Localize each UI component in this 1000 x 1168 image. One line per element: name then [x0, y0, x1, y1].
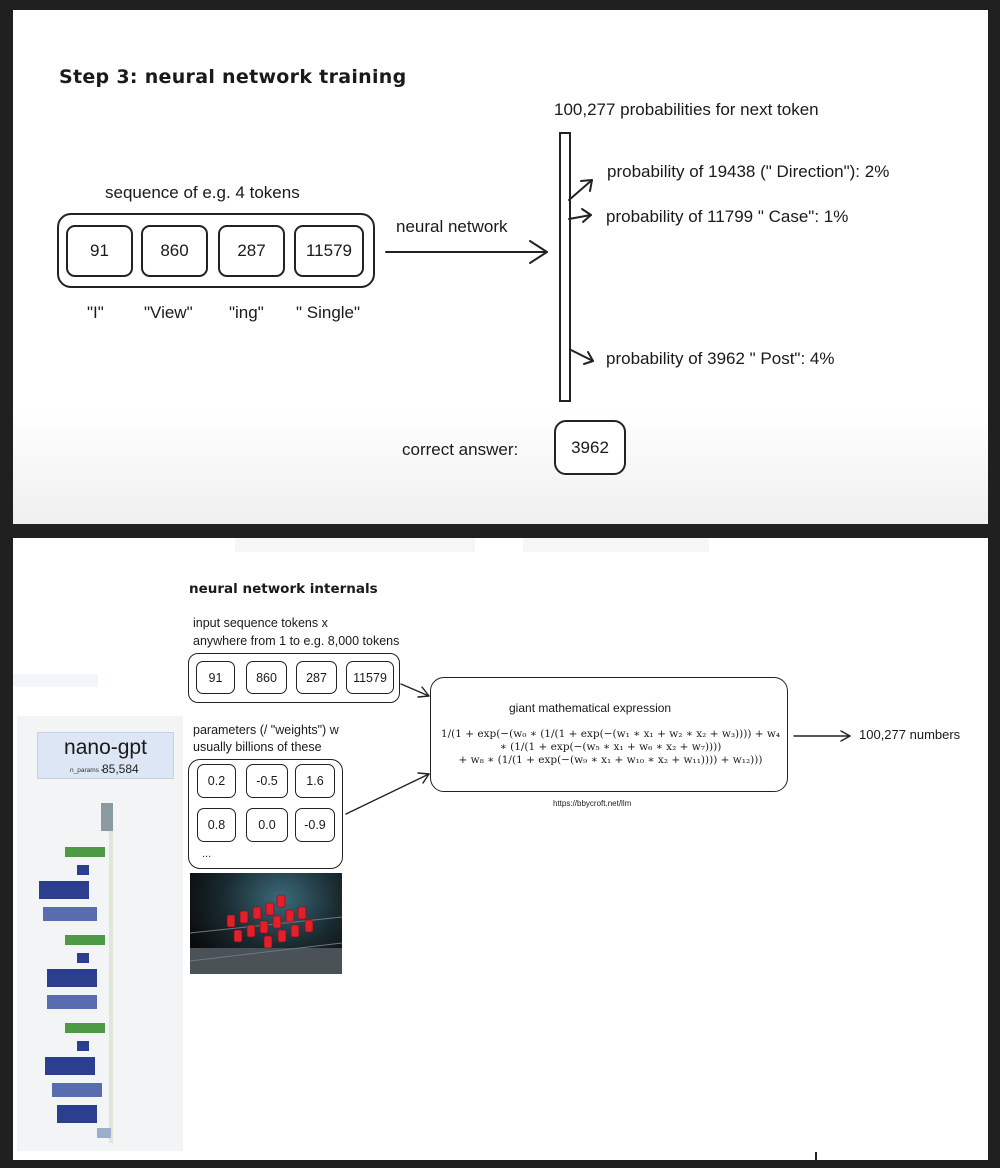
probability-label: probability of 19438 (" Direction"): 2%	[607, 162, 890, 181]
nano-gpt-header	[37, 732, 174, 779]
param-box: 1.6	[295, 764, 335, 798]
token-box: 91	[196, 661, 235, 694]
token-box: 287	[218, 225, 285, 277]
param-box: 0.8	[197, 808, 236, 842]
nano-gpt-params-value: 85,584	[102, 762, 139, 776]
output-vector-bar	[559, 132, 571, 402]
divider-tick	[815, 1152, 817, 1160]
internals-title: neural network internals	[189, 581, 378, 597]
nano-gpt-panel	[17, 716, 183, 1151]
param-box: 0.2	[197, 764, 236, 798]
expression-title: giant mathematical expression	[509, 701, 672, 715]
probability-arrow	[568, 179, 593, 201]
header-strip	[235, 538, 475, 552]
tokens-caption: sequence of e.g. 4 tokens	[105, 183, 300, 202]
param-box: -0.9	[295, 808, 335, 842]
params-ellipsis: ...	[202, 848, 212, 860]
source-url[interactable]: https://bbycroft.net/llm	[553, 799, 632, 808]
correct-answer-box: 3962	[554, 420, 626, 475]
output-caption: 100,277 probabilities for next token	[554, 100, 819, 119]
internals-arrows	[345, 683, 851, 815]
token-box: 287	[296, 661, 337, 694]
expression-box	[430, 677, 788, 792]
token-text: "I"	[87, 303, 104, 322]
mixer-knobs-image	[190, 873, 342, 974]
internals-slide: neural network internals input sequence …	[13, 538, 988, 1160]
neural-network-label: neural network	[396, 217, 508, 236]
formula-line: ∗ (1/(1 + exp(−(w₅ ∗ x₁ + w₆ ∗ x₂ + w₇))…	[499, 741, 722, 753]
output-numbers-label: 100,277 numbers	[859, 727, 961, 742]
probability-label: probability of 11799 " Case": 1%	[606, 207, 849, 226]
params-container	[188, 759, 343, 869]
formula-line: 1/(1 + exp(−(w₀ ∗ (1/(1 + exp(−(w₁ ∗ x₁ …	[440, 728, 781, 740]
correct-answer-label: correct answer:	[402, 440, 519, 459]
params-arrow	[345, 773, 430, 815]
probability-arrow	[570, 349, 594, 362]
formula-line: + w₈ ∗ (1/(1 + exp(−(w₉ ∗ x₁ + w₁₀ ∗ x₂ …	[458, 754, 763, 766]
nano-gpt-title: nano-gpt	[64, 736, 147, 759]
params-caption: parameters (/ "weights") w	[193, 723, 339, 737]
input-token-container	[188, 653, 400, 703]
edge-strip	[13, 674, 98, 687]
top-arrows	[385, 179, 594, 365]
token-text: "ing"	[229, 303, 264, 322]
param-box: -0.5	[246, 764, 288, 798]
slide-title: Step 3: neural network training	[59, 66, 407, 88]
mixer-drawing	[190, 894, 342, 974]
header-strip	[523, 538, 709, 552]
token-text: " Single"	[296, 303, 361, 322]
input-caption: anywhere from 1 to e.g. 8,000 tokens	[193, 634, 400, 648]
token-box: 860	[246, 661, 287, 694]
training-slide: Step 3: neural network training sequence…	[13, 10, 988, 524]
params-caption: usually billions of these	[193, 740, 322, 754]
probability-label: probability of 3962 " Post": 4%	[606, 349, 835, 368]
token-box: 11579	[346, 661, 394, 694]
input-arrow	[400, 683, 430, 697]
nano-gpt-architecture	[39, 803, 113, 1143]
token-box: 11579	[294, 225, 364, 277]
token-box: 91	[66, 225, 133, 277]
nano-gpt-params-label: n_params =	[70, 767, 105, 774]
token-box: 860	[141, 225, 208, 277]
param-box: 0.0	[246, 808, 288, 842]
input-caption: input sequence tokens x	[193, 616, 328, 630]
token-sequence-container	[57, 213, 375, 288]
probability-arrow	[568, 214, 592, 220]
token-text: "View"	[144, 303, 193, 322]
